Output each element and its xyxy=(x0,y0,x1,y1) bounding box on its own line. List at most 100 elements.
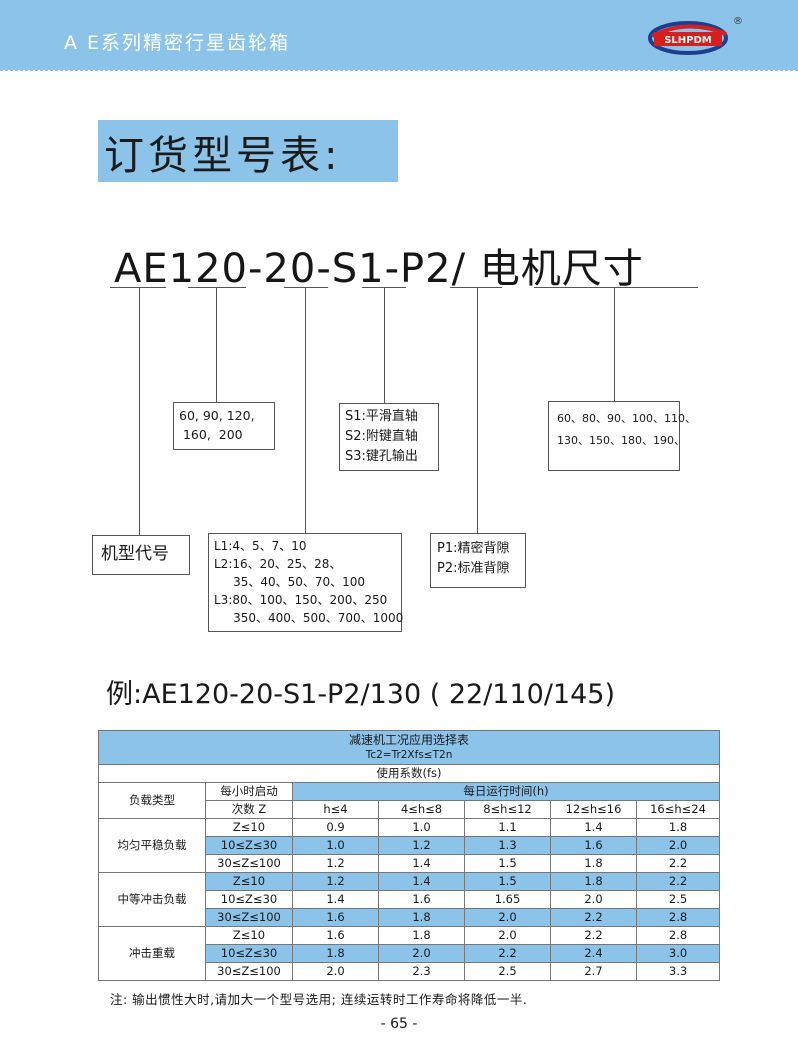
factor-cell: 3.3 xyxy=(635,962,721,981)
factor-cell: 2.8 xyxy=(635,908,721,927)
hour-col-header: 12≤h≤16 xyxy=(550,800,637,819)
starts-cell: 30≤Z≤100 xyxy=(205,854,293,873)
factor-cell: 2.2 xyxy=(635,872,721,891)
factor-cell: 2.0 xyxy=(378,944,465,963)
starts-cell: Z≤10 xyxy=(205,926,293,945)
factor-cell: 2.0 xyxy=(635,836,721,855)
hour-col-header: 4≤h≤8 xyxy=(378,800,465,819)
underline-model xyxy=(110,287,166,288)
hours-header: 每日运行时间(h) xyxy=(291,782,721,801)
factor-cell: 1.3 xyxy=(464,836,551,855)
factor-cell: 1.4 xyxy=(292,890,379,909)
factor-cell: 1.5 xyxy=(464,854,551,873)
table-title-cell: 减速机工况应用选择表 Tc2=Tr2Xfs≤T2n xyxy=(97,730,721,765)
hour-col-header: 16≤h≤24 xyxy=(635,800,721,819)
load-type-cell: 冲击重载 xyxy=(98,926,206,981)
factor-cell: 3.0 xyxy=(635,944,721,963)
factor-cell: 1.8 xyxy=(550,872,637,891)
connector-motor xyxy=(614,288,615,401)
order-example: 例:AE120-20-S1-P2/130 ( 22/110/145) xyxy=(106,679,616,710)
load-type-cell: 中等冲击负载 xyxy=(98,872,206,927)
connector-backlash xyxy=(477,288,478,533)
header-title: A E系列精密行星齿轮箱 xyxy=(64,32,291,54)
model-code: AE120-20-S1-P2/ 电机尺寸 xyxy=(114,246,644,292)
factor-cell: 1.8 xyxy=(550,854,637,873)
underline-backlash xyxy=(450,287,502,288)
factor-label: 使用系数(fs) xyxy=(97,764,721,783)
page-number: - 65 - xyxy=(380,1016,418,1032)
service-factor-table: 减速机工况应用选择表 Tc2=Tr2Xfs≤T2n 使用系数(fs) 负载类型 … xyxy=(97,730,721,981)
connector-size xyxy=(216,288,217,402)
load-type-cell: 均匀平稳负载 xyxy=(98,818,206,873)
hour-col-header: h≤4 xyxy=(292,800,379,819)
underline-size xyxy=(188,287,246,288)
starts-cell: 30≤Z≤100 xyxy=(205,908,293,927)
connector-shaft xyxy=(384,288,385,403)
factor-cell: 1.2 xyxy=(378,836,465,855)
load-type-header: 负载类型 xyxy=(98,782,206,819)
brand-logo: SLHPDM ® xyxy=(648,16,743,55)
starts-cell: Z≤10 xyxy=(205,818,293,837)
factor-cell: 2.4 xyxy=(550,944,637,963)
factor-cell: 2.5 xyxy=(464,962,551,981)
factor-cell: 1.8 xyxy=(635,818,721,837)
ratios-box: L1:4、5、7、10 L2:16、20、25、28、 35、40、50、70、… xyxy=(208,533,403,632)
factor-cell: 2.0 xyxy=(464,926,551,945)
factor-cell: 1.2 xyxy=(292,854,379,873)
factor-cell: 1.8 xyxy=(378,908,465,927)
section-title: 订货型号表: xyxy=(104,133,342,179)
starts-cell: Z≤10 xyxy=(205,872,293,891)
starts-cell: 30≤Z≤100 xyxy=(205,962,293,981)
backlash-box: P1:精密背隙 P2:标准背隙 xyxy=(430,533,526,588)
underline-motor xyxy=(534,287,698,288)
model-label-box: 机型代号 xyxy=(92,535,190,575)
factor-cell: 1.4 xyxy=(378,854,465,873)
factor-cell: 1.6 xyxy=(292,926,379,945)
table-formula: Tc2=Tr2Xfs≤T2n xyxy=(365,748,453,761)
factor-cell: 1.6 xyxy=(550,836,637,855)
factor-cell: 1.8 xyxy=(378,926,465,945)
underline-shaft xyxy=(362,287,406,288)
factor-cell: 2.2 xyxy=(635,854,721,873)
factor-cell: 2.2 xyxy=(550,908,637,927)
factor-cell: 1.0 xyxy=(378,818,465,837)
factor-cell: 0.9 xyxy=(292,818,379,837)
header-divider xyxy=(0,70,798,73)
factor-cell: 2.7 xyxy=(550,962,637,981)
motor-box: 60、80、90、100、110、 130、150、180、190、 xyxy=(548,401,696,471)
section-title-box xyxy=(98,120,398,182)
factor-cell: 1.65 xyxy=(464,890,551,909)
factor-cell: 1.8 xyxy=(292,944,379,963)
factor-cell: 1.4 xyxy=(550,818,637,837)
underline-ratio xyxy=(284,287,328,288)
table-title: 减速机工况应用选择表 xyxy=(349,732,470,747)
factor-cell: 1.0 xyxy=(292,836,379,855)
starts-cell: 10≤Z≤30 xyxy=(205,890,293,909)
factor-cell: 2.0 xyxy=(464,908,551,927)
factor-cell: 2.5 xyxy=(635,890,721,909)
logo-text: SLHPDM xyxy=(664,35,712,46)
factor-cell: 2.8 xyxy=(635,926,721,945)
factor-cell: 1.6 xyxy=(292,908,379,927)
factor-cell: 1.6 xyxy=(378,890,465,909)
starts-header-1: 每小时启动 xyxy=(205,782,293,801)
factor-cell: 2.0 xyxy=(292,962,379,981)
frame-sizes-box: 60, 90, 120, 160, 200 xyxy=(173,402,275,450)
shaft-box: S1:平滑直轴 S2:附键直轴 S3:键孔输出 xyxy=(339,403,439,471)
starts-header-2: 次数 Z xyxy=(205,800,293,819)
factor-cell: 1.5 xyxy=(464,872,551,891)
factor-cell: 2.0 xyxy=(550,890,637,909)
factor-cell: 1.2 xyxy=(292,872,379,891)
footnote: 注: 输出惯性大时,请加大一个型号选用; 连续运转时工作寿命将降低一半. xyxy=(110,992,528,1007)
starts-cell: 10≤Z≤30 xyxy=(205,836,293,855)
starts-cell: 10≤Z≤30 xyxy=(205,944,293,963)
